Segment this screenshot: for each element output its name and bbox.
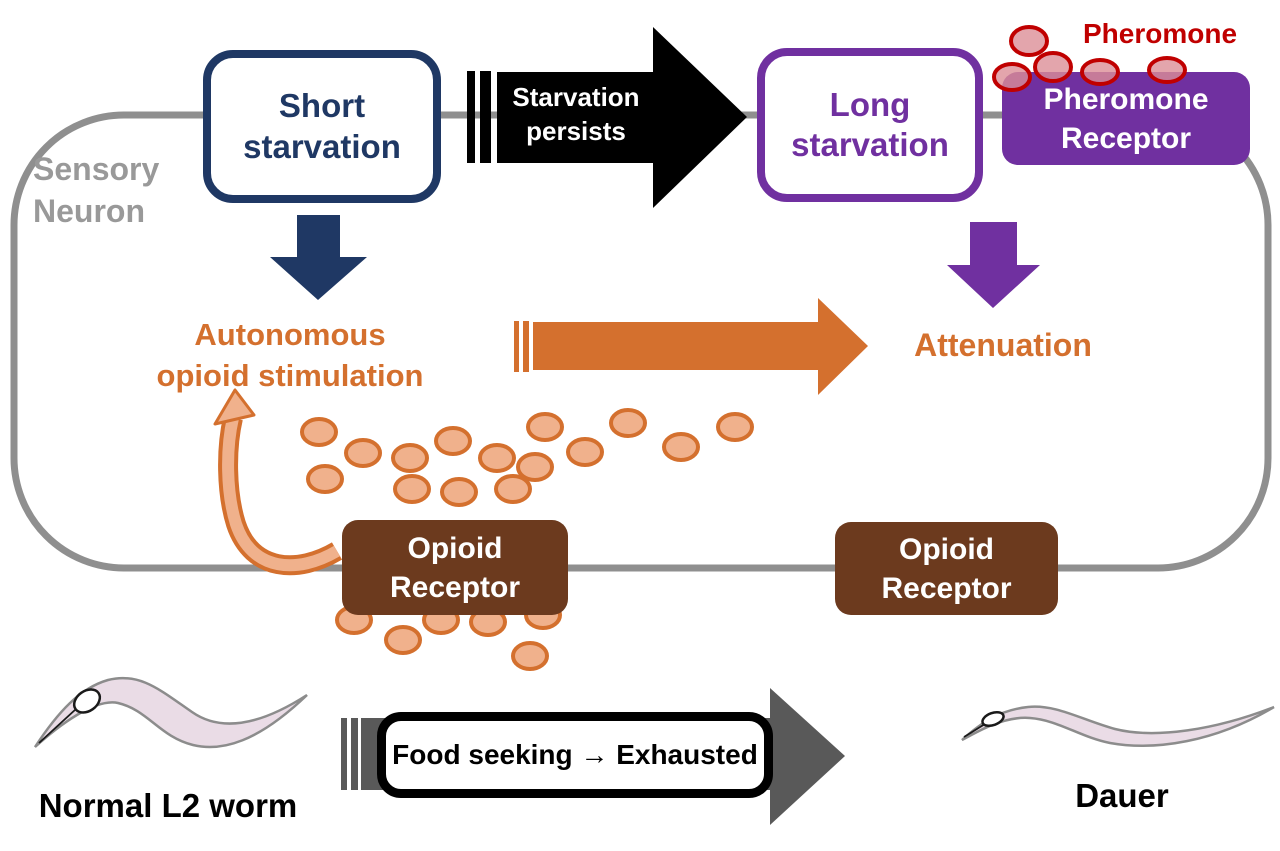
opioid-molecule-icon [716, 412, 754, 442]
opioid-attenuation-arrow-icon [514, 298, 868, 395]
opioid-molecule-icon [391, 443, 429, 473]
normal-l2-worm-illustration [33, 676, 308, 749]
opioid-molecule-icon [494, 474, 532, 504]
food-seeking-box: Food seeking → Exhausted [377, 712, 773, 798]
gray-bar-2 [351, 718, 358, 790]
sensory-neuron-label: Sensory Neuron [33, 151, 160, 230]
opioid-receptor-box-right: Opioid Receptor [835, 522, 1058, 615]
opioid-molecule-icon [344, 438, 382, 468]
orange-bar-2 [523, 321, 529, 372]
pheromone-molecules [992, 25, 1187, 92]
black-arrow-body [497, 72, 654, 163]
opioid-receptor-box-left: Opioid Receptor [342, 520, 568, 615]
pheromone-molecule-icon [1080, 58, 1120, 86]
autonomous-opioid-stimulation-label: Autonomous opioid stimulation [140, 314, 440, 396]
autocrine-feedback-arrow-icon [213, 388, 343, 576]
dauer-worm-illustration [961, 705, 1275, 747]
worm-body [33, 676, 308, 749]
opioid-molecule-icon [384, 625, 422, 655]
curve-fill [222, 416, 341, 572]
pheromone-molecule-icon [992, 62, 1032, 92]
opioid-receptor-label: Opioid Receptor [881, 532, 1012, 605]
short-starvation-label: Short starvation [243, 87, 401, 165]
food-seeking-label: Food seeking → Exhausted [392, 739, 758, 770]
starvation-persists-line1: Starvation [512, 82, 640, 112]
long-starvation-label: Long starvation [791, 85, 949, 163]
opioid-molecule-icon [300, 417, 338, 447]
pheromone-molecule-icon [1009, 25, 1049, 57]
black-arrow-head [653, 27, 747, 208]
normal-l2-worm-label: Normal L2 worm [38, 787, 298, 824]
navy-down-arrow-icon [270, 215, 367, 300]
black-bar-1 [467, 71, 475, 163]
long-starvation-box: Long starvation [757, 48, 983, 202]
opioid-molecule-icon [434, 426, 472, 456]
opioid-molecule-icon [478, 443, 516, 473]
curve-arrow-head [213, 388, 256, 426]
opioid-molecule-icon [516, 452, 554, 482]
worm-pharynx [981, 710, 1005, 728]
opioid-molecule-icon [511, 641, 549, 671]
opioid-molecule-icon [393, 474, 431, 504]
opioid-molecules-cloud [300, 408, 754, 507]
starvation-persists-line2: persists [526, 116, 626, 147]
starvation-persists-arrow-icon [467, 27, 747, 208]
opioid-molecule-icon [526, 412, 564, 442]
opioid-molecule-icon [566, 437, 604, 467]
opioid-molecule-icon [662, 432, 700, 462]
pheromone-molecule-icon [1033, 51, 1073, 83]
orange-arrow-head [818, 298, 868, 395]
pheromone-label: Pheromone [1082, 18, 1238, 49]
pheromone-molecule-icon [1147, 56, 1187, 84]
starvation-persists-label: Starvation persists [493, 80, 659, 149]
opioid-receptor-label: Opioid Receptor [389, 531, 521, 604]
pheromone-receptor-label: Pheromone Receptor [1043, 82, 1209, 155]
autonomous-line2: opioid stimulation [156, 358, 424, 394]
gray-arrow-head [770, 688, 845, 825]
worm-pharynx-line [963, 723, 986, 738]
worm-pharynx-line [38, 708, 77, 744]
opioid-molecule-icon [609, 408, 647, 438]
opioid-molecule-icon [440, 477, 478, 507]
purple-down-arrow-icon [947, 222, 1040, 308]
pheromone-receptor-box: Pheromone Receptor [1002, 72, 1250, 165]
opioid-molecule-icon [306, 464, 344, 494]
gray-bar-1 [341, 718, 347, 790]
orange-arrow-body [533, 322, 818, 370]
dauer-label: Dauer [1075, 777, 1169, 814]
worm-pharynx [72, 688, 102, 714]
attenuation-label: Attenuation [914, 327, 1092, 363]
short-starvation-box: Short starvation [203, 50, 441, 203]
orange-bar-1 [514, 321, 519, 372]
autonomous-line1: Autonomous [194, 317, 386, 352]
worm-body [961, 705, 1275, 747]
black-bar-2 [480, 71, 491, 163]
